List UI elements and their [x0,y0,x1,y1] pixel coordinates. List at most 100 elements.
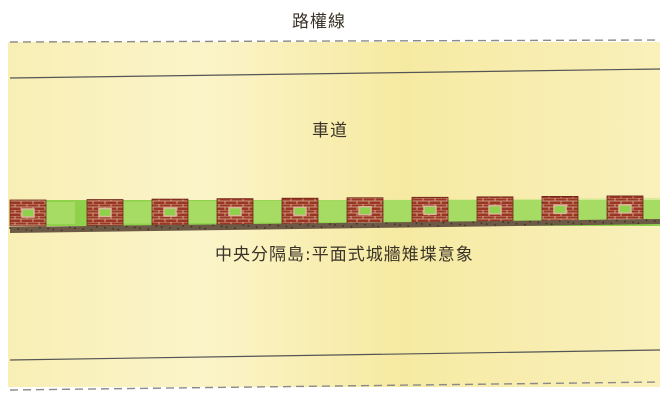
curb-speck [550,223,553,226]
curb-speck [263,226,266,229]
merlon-inset [98,207,112,218]
crenel-grass [188,201,217,224]
curb-speck [290,226,293,229]
crenel-grass [318,200,347,223]
curb-speck [615,219,618,222]
curb-speck [198,226,201,229]
curb-speck [363,223,366,226]
curb-speck [420,223,423,225]
median-label: 中央分隔島:平面式城牆雉堞意象 [215,245,474,265]
curb-speck [637,222,640,225]
curb-speck [472,221,475,224]
curb-speck [125,225,128,228]
curb-speck [90,229,93,231]
right-of-way-line-top [9,39,660,43]
curb-speck [645,219,648,222]
curb-speck [372,224,375,227]
curb-speck [529,220,531,223]
median-strip [9,195,660,233]
merlon-inset [488,205,502,215]
crenel-grass [513,198,542,221]
curb-speck [334,224,336,226]
curb-speck [307,224,310,227]
merlon-inset [423,205,437,216]
curb-speck [328,223,331,225]
curb-speck [602,221,605,224]
curb-speck [233,227,236,230]
curb-speck [594,220,596,223]
curb-speck [247,225,250,227]
curb-speck [464,224,466,227]
curb-speck [653,220,656,222]
curb-speck [623,220,626,223]
curb-speck [342,224,345,227]
crenel-grass [253,200,282,223]
curb-speck [60,229,63,232]
curb-speck [47,227,50,230]
curb-speck [82,228,85,230]
curb-speck [133,226,136,229]
curb-speck [255,226,258,228]
curb-speck [385,222,388,225]
crenel-grass [123,201,152,224]
curb-speck [437,224,440,227]
roadway-edge-top [9,68,660,79]
curb-speck [632,221,635,224]
curb-speck [312,225,315,228]
curb-speck [74,227,76,230]
curb-speck [168,227,171,229]
curb-speck [277,224,280,227]
curb-speck [182,224,185,227]
curb-speck [242,224,245,227]
crenel-grass [448,199,477,222]
curb-speck [155,225,158,228]
curb-speck [9,227,11,229]
right-of-way-line-bottom [9,381,660,391]
merlon-inset [21,208,35,218]
curb-speck [493,224,496,226]
curb-speck [38,226,41,229]
curb-speck [68,226,71,229]
crenel-grass [46,202,75,224]
curb-speck [17,227,20,230]
curb-speck [572,222,575,224]
curb-speck [523,223,526,226]
curb-speck [399,224,401,227]
curb-speck [393,223,396,226]
crenel-grass [383,199,412,222]
curb-speck [117,228,120,231]
curb-speck [355,222,358,225]
curb-speck [103,226,106,229]
curb-speck [558,220,561,223]
curb-speck [537,221,540,224]
curb-speck [285,225,288,228]
curb-speck [458,223,461,226]
curb-speck [320,226,323,229]
curb-speck [25,228,28,231]
curb-speck [415,222,418,224]
merlon-inset [358,206,372,216]
curb-speck [350,225,353,228]
curb-speck [428,223,431,226]
curb-speck [480,222,483,225]
curb-speck [442,221,445,224]
curb-speck [610,222,613,225]
curb-speck [298,223,301,226]
crenel-grass [578,198,607,221]
curb-speck [407,225,410,227]
curb-speck [160,226,163,229]
curb-speck [139,227,141,230]
curb-speck [190,225,193,228]
curb-speck [30,229,33,232]
curb-speck [220,225,223,228]
merlon-inset [228,206,242,217]
merlon-inset [163,207,177,217]
roadway-edge-bottom [9,349,660,361]
roadway-label: 車道 [312,121,348,141]
merlon-inset [618,204,632,214]
curb-speck [507,221,510,224]
merlon-inset [293,206,307,216]
curb-speck [204,227,206,230]
right-of-way-label: 路權線 [292,12,346,32]
